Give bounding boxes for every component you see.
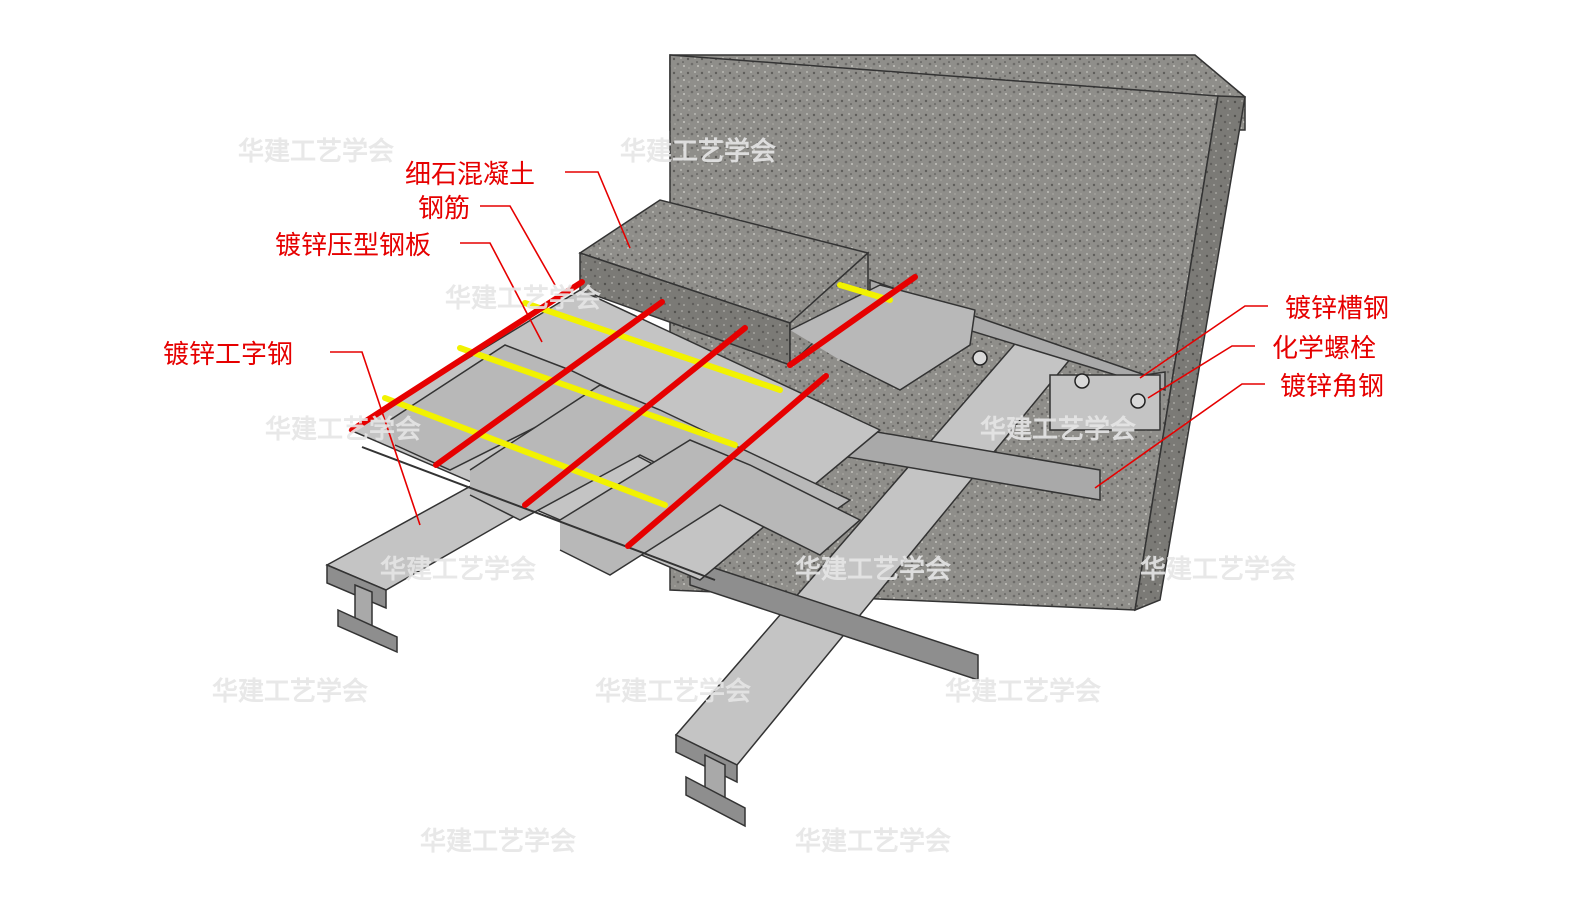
labels: 细石混凝土 钢筋 镀锌压型钢板 镀锌工字钢 镀锌槽钢 化学螺栓 镀锌角钢 xyxy=(163,160,1389,402)
watermark-text: 华建工艺学会 xyxy=(980,414,1136,445)
watermark-text: 华建工艺学会 xyxy=(420,826,576,857)
watermark-text: 华建工艺学会 xyxy=(595,676,751,707)
watermark-text: 华建工艺学会 xyxy=(1140,554,1296,585)
label-rebar: 钢筋 xyxy=(418,194,470,224)
watermark-text: 华建工艺学会 xyxy=(238,136,394,167)
watermark-text: 华建工艺学会 xyxy=(445,283,601,314)
watermark-text: 华建工艺学会 xyxy=(620,136,776,167)
watermark-text: 华建工艺学会 xyxy=(795,826,951,857)
watermark-text: 华建工艺学会 xyxy=(795,554,951,585)
watermark-text: 华建工艺学会 xyxy=(212,676,368,707)
leader-lines xyxy=(330,171,1268,526)
watermarks: 华建工艺学会 华建工艺学会 华建工艺学会 华建工艺学会 华建工艺学会 华建工艺学… xyxy=(212,136,1296,857)
chemical-bolts xyxy=(972,350,1146,409)
rebar-grid xyxy=(349,274,918,549)
watermark-text: 华建工艺学会 xyxy=(945,676,1101,707)
label-channel-steel: 镀锌槽钢 xyxy=(1285,294,1389,324)
label-i-beam: 镀锌工字钢 xyxy=(163,340,293,370)
watermark-text: 华建工艺学会 xyxy=(265,414,421,445)
label-steel-deck: 镀锌压型钢板 xyxy=(275,231,431,261)
galvanized-i-beam-cross xyxy=(674,337,1078,828)
watermark-text: 华建工艺学会 xyxy=(380,554,536,585)
label-angle-steel: 镀锌角钢 xyxy=(1280,372,1384,402)
label-chemical-bolt: 化学螺栓 xyxy=(1272,334,1376,364)
label-fine-concrete: 细石混凝土 xyxy=(405,160,535,190)
